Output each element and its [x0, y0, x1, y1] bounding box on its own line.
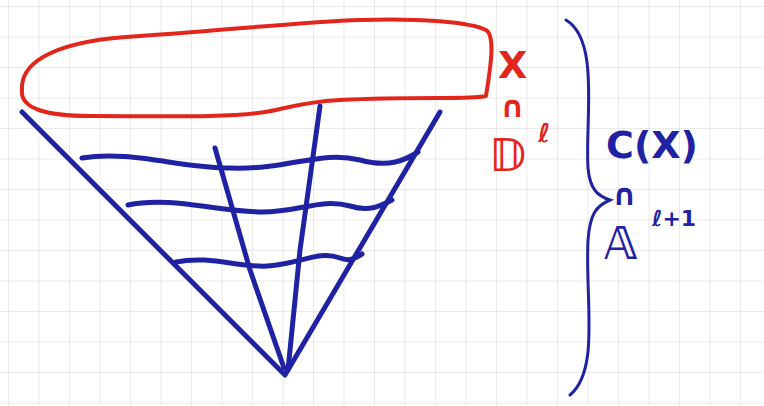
cone-lines: [22, 106, 440, 375]
dimension-exponent: ℓ+1: [652, 208, 696, 230]
subset-symbol: ∩: [500, 92, 524, 122]
cone-level: [176, 254, 362, 266]
curly-brace: [566, 20, 610, 395]
affine-symbol: 𝔸: [604, 222, 637, 266]
cone-sides: [22, 112, 440, 375]
space-x-outline: [22, 19, 492, 116]
dimension-exponent: ℓ: [538, 120, 550, 146]
cone-level: [82, 152, 418, 168]
cone-level: [128, 200, 392, 212]
cone-ray: [215, 148, 284, 368]
cone-ray: [288, 106, 320, 370]
disk-symbol: 𝔻: [490, 134, 527, 178]
cone-name: C(X): [606, 126, 698, 164]
space-name: X: [498, 46, 527, 84]
subset-symbol: ∩: [612, 180, 636, 210]
